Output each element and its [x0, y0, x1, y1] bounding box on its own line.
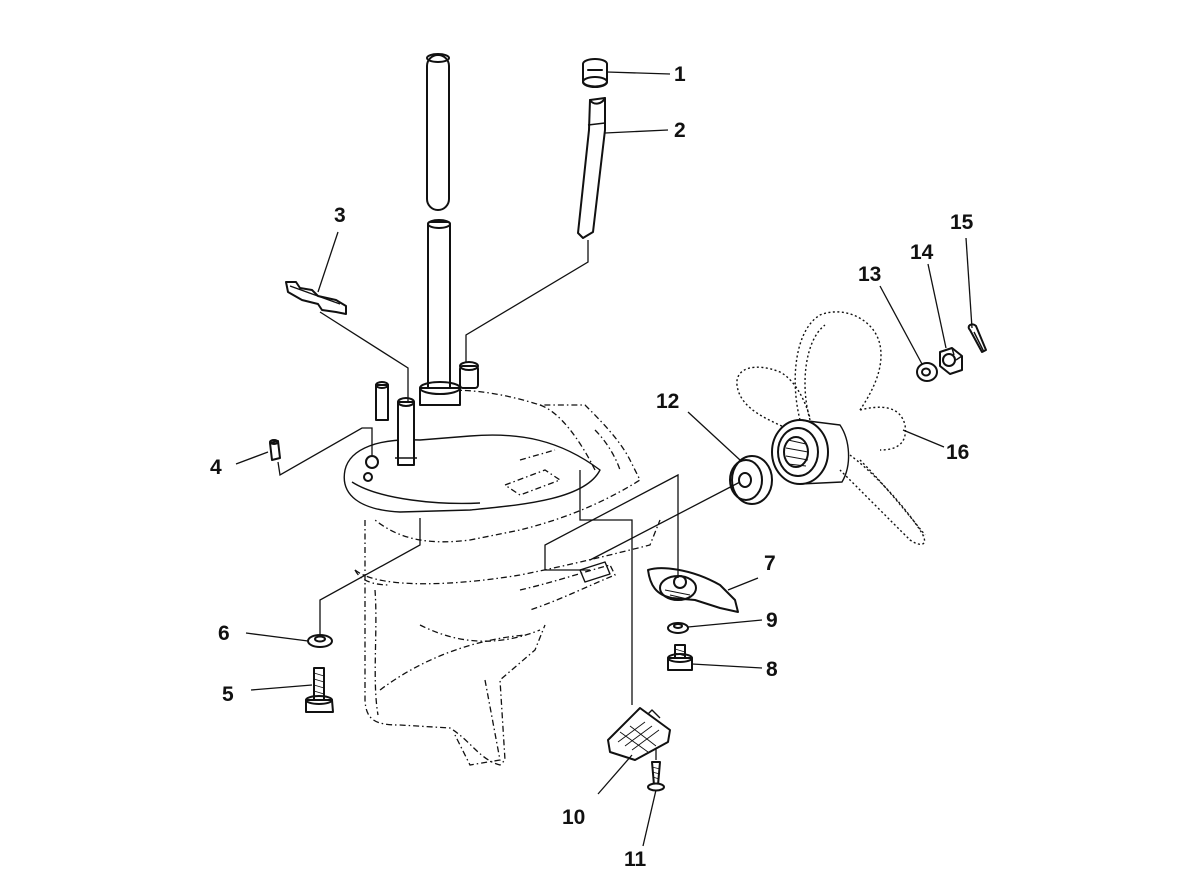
part-13-washer	[916, 362, 938, 382]
callout-10: 10	[562, 806, 585, 829]
callout-5: 5	[222, 683, 234, 706]
callout-4: 4	[210, 456, 222, 479]
callout-11: 11	[624, 848, 647, 871]
part-12-thrust-washer	[729, 455, 773, 505]
callout-8: 8	[766, 658, 778, 681]
callout-7: 7	[764, 552, 776, 575]
part-9-washer	[667, 622, 689, 634]
part-1-grommet	[582, 58, 608, 88]
part-15-cotter-pin	[967, 323, 987, 353]
callout-15: 15	[950, 211, 974, 234]
callout-2: 2	[674, 119, 686, 142]
part-4-dowel-pin	[269, 439, 281, 461]
callout-12: 12	[656, 390, 679, 413]
part-16-propeller	[736, 311, 926, 546]
callout-13: 13	[858, 263, 881, 286]
part-8-bolt	[667, 644, 693, 671]
callout-16: 16	[946, 441, 969, 464]
shift-rod-fittings	[363, 381, 417, 482]
callout-leaders	[235, 71, 973, 847]
callout-6: 6	[218, 622, 230, 645]
callout-1: 1	[674, 63, 686, 86]
part-11-screw	[647, 761, 665, 792]
part-2-water-tube	[577, 97, 606, 239]
part-6-washer	[307, 634, 333, 648]
gearcase-housing	[343, 389, 661, 766]
callout-14: 14	[910, 241, 934, 264]
drive-shaft	[419, 53, 479, 406]
callout-9: 9	[766, 609, 778, 632]
part-14-castle-nut	[939, 347, 963, 375]
part-10-inlet-cover	[607, 707, 671, 761]
assembly-leader-lines	[277, 240, 741, 760]
part-3-plate	[285, 281, 347, 315]
callout-3: 3	[334, 204, 346, 227]
callout-labels: 1 2 3 4 5 6 7 8 9 10 11 12 13 14 15 16	[210, 63, 974, 871]
part-7-trim-tab	[647, 567, 739, 613]
part-5-bolt	[305, 667, 334, 713]
